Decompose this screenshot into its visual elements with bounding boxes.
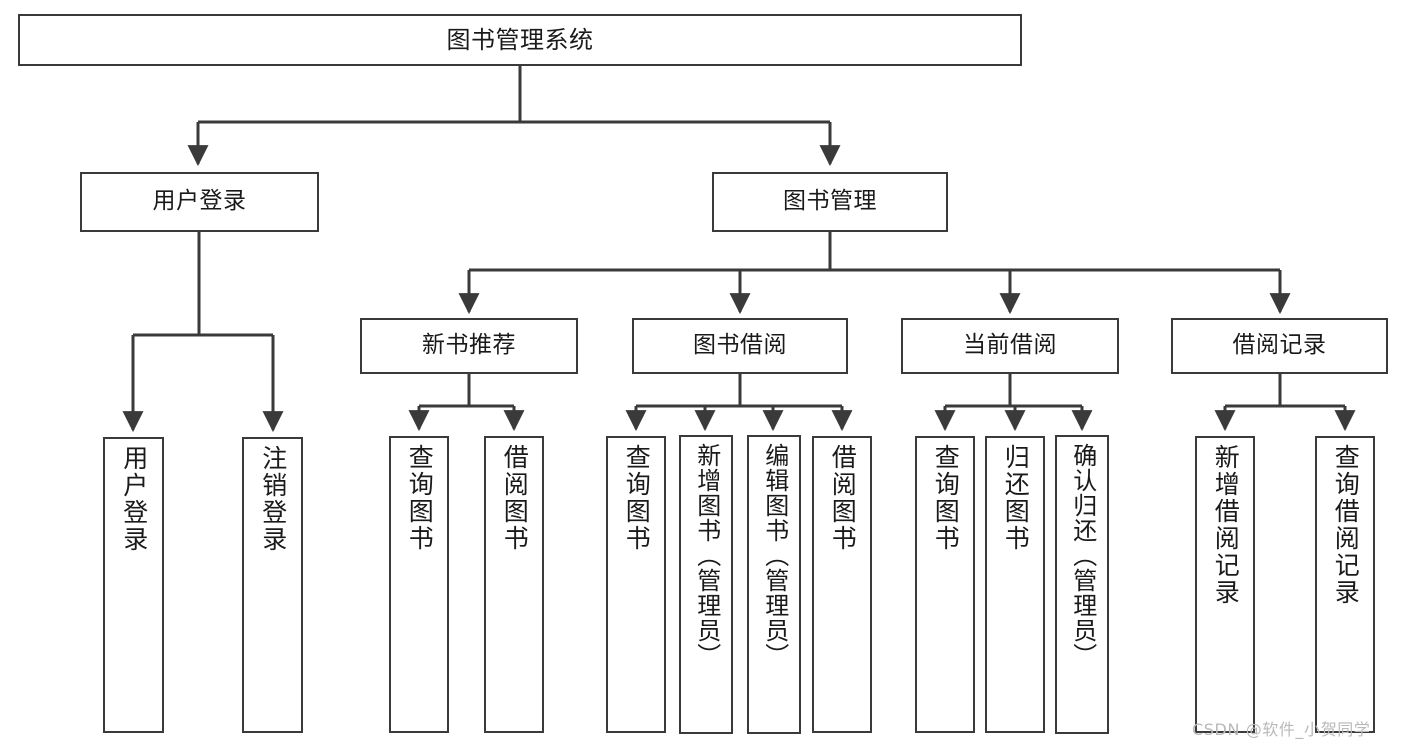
node-label: 借阅图书 [828, 444, 858, 552]
node-label: 图书管理 [783, 188, 877, 215]
node-label: 归还图书 [1001, 444, 1031, 552]
leaf-user-login[interactable]: 用户登录 [103, 437, 164, 733]
leaf-recommend-query-book[interactable]: 查询图书 [389, 436, 449, 733]
leaf-edit-book-admin[interactable]: 编辑图书（管理员） [747, 435, 801, 734]
node-label: 查询图书 [931, 444, 961, 552]
node-root-system[interactable]: 图书管理系统 [18, 14, 1022, 66]
leaf-recommend-borrow-book[interactable]: 借阅图书 [484, 436, 544, 733]
node-user-login[interactable]: 用户登录 [80, 172, 319, 232]
node-label: 图书管理系统 [446, 25, 594, 54]
node-label: 图书借阅 [693, 332, 787, 359]
leaf-add-book-admin[interactable]: 新增图书（管理员） [679, 435, 733, 734]
node-borrow-record[interactable]: 借阅记录 [1171, 318, 1388, 374]
leaf-confirm-return-admin[interactable]: 确认归还（管理员） [1055, 435, 1109, 734]
node-label: 查询图书 [405, 444, 435, 552]
leaf-current-query-book[interactable]: 查询图书 [915, 436, 975, 733]
node-label: 用户登录 [152, 188, 247, 215]
node-label: 借阅记录 [1232, 332, 1327, 359]
node-label: 当前借阅 [963, 332, 1057, 359]
node-label: 新增借阅记录 [1211, 444, 1241, 606]
node-label: 新增图书（管理员） [692, 443, 721, 668]
node-label: 查询图书 [622, 444, 652, 552]
leaf-return-book[interactable]: 归还图书 [985, 436, 1045, 733]
node-label: 查询借阅记录 [1331, 444, 1361, 606]
node-book-manage[interactable]: 图书管理 [712, 172, 948, 232]
node-new-book-recommend[interactable]: 新书推荐 [360, 318, 578, 374]
node-label: 借阅图书 [500, 444, 530, 552]
leaf-borrow-query-book[interactable]: 查询图书 [606, 436, 666, 733]
leaf-add-borrow-record[interactable]: 新增借阅记录 [1195, 436, 1255, 733]
node-label: 新书推荐 [422, 332, 516, 359]
node-label: 编辑图书（管理员） [760, 443, 789, 668]
node-label: 注销登录 [258, 445, 288, 553]
leaf-logout[interactable]: 注销登录 [242, 437, 303, 733]
leaf-query-borrow-record[interactable]: 查询借阅记录 [1315, 436, 1375, 733]
node-book-borrow[interactable]: 图书借阅 [632, 318, 848, 374]
node-label: 确认归还（管理员） [1068, 443, 1097, 668]
node-label: 用户登录 [119, 445, 149, 553]
node-current-borrow[interactable]: 当前借阅 [901, 318, 1119, 374]
leaf-borrow-book[interactable]: 借阅图书 [812, 436, 872, 733]
